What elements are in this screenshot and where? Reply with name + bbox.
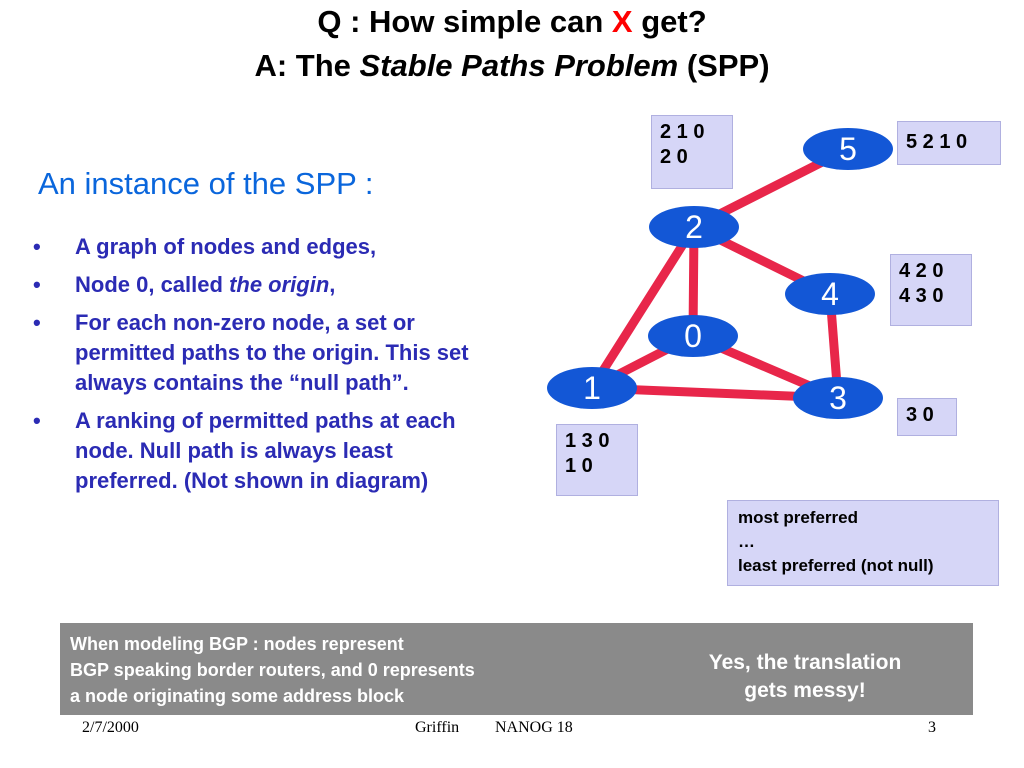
bullet-text: A ranking of permitted paths at each nod…	[75, 408, 456, 493]
bgp-note-text: When modeling BGP : nodes represent BGP …	[70, 631, 475, 709]
bullet-item: • A graph of nodes and edges,	[30, 232, 480, 262]
graph-node-shape	[648, 315, 738, 357]
bullet-text-italic: the origin	[229, 272, 330, 297]
bgp-note-bar: When modeling BGP : nodes represent BGP …	[60, 623, 973, 715]
bullet-dot-icon: •	[33, 272, 41, 297]
graph-node-label: 1	[583, 370, 601, 406]
graph-node-shape	[793, 377, 883, 419]
path-list-node-5: 5 2 1 0	[897, 121, 1001, 165]
footer-event: NANOG 18	[495, 719, 573, 736]
footer-author: Griffin	[415, 719, 460, 736]
path-entry: 4 3 0	[899, 285, 944, 307]
graph-node-shape	[547, 367, 637, 409]
path-entry: 5 2 1 0	[906, 131, 968, 153]
title-answer-italic: Stable Paths Problem	[359, 48, 679, 83]
graph-node-label: 4	[821, 276, 839, 312]
preference-legend: most preferred … least preferred (not nu…	[727, 500, 999, 586]
bullet-item: • For each non-zero node, a set or permi…	[30, 308, 480, 398]
note-line: gets messy!	[744, 679, 866, 702]
bullet-text-suffix: ,	[329, 272, 336, 297]
bullet-text-prefix: Node 0, called	[75, 272, 230, 297]
bullet-dot-icon: •	[33, 234, 41, 259]
note-line: BGP speaking border routers, and 0 repre…	[70, 660, 475, 680]
slide-title-line-1: Q : How simple can X get?	[0, 4, 1024, 40]
graph-node-1: 1	[547, 367, 637, 409]
graph-node-label: 5	[839, 131, 857, 167]
path-list-node-1: 1 3 0 1 0	[556, 424, 638, 496]
graph-node-shape	[649, 206, 739, 248]
note-line: When modeling BGP : nodes represent	[70, 634, 404, 654]
path-entry: 2 0	[660, 146, 688, 168]
graph-node-2: 2	[649, 206, 739, 248]
legend-most-preferred: most preferred	[738, 508, 858, 527]
graph-node-label: 0	[684, 318, 702, 354]
graph-node-3: 3	[793, 377, 883, 419]
note-line: a node originating some address block	[70, 686, 405, 706]
bullet-dot-icon: •	[33, 408, 41, 433]
note-line: Yes, the translation	[708, 651, 902, 674]
title-answer-suffix: (SPP)	[678, 48, 770, 83]
path-list-node-4: 4 2 0 4 3 0	[890, 254, 972, 326]
footer-date: 2/7/2000	[82, 719, 139, 736]
path-entry: 3 0	[906, 404, 934, 426]
bullet-list: • A graph of nodes and edges, • Node 0, …	[30, 232, 480, 504]
path-entry: 2 1 0	[660, 121, 705, 143]
graph-node-label: 3	[829, 380, 847, 416]
path-entry: 1 3 0	[565, 430, 610, 452]
bullet-text: A graph of nodes and edges,	[75, 234, 377, 259]
slide-title-line-2: A: The Stable Paths Problem (SPP)	[0, 48, 1024, 84]
title-question-prefix: Q : How simple can	[317, 4, 612, 39]
footer-page-number: 3	[928, 719, 936, 736]
title-answer-prefix: A: The	[254, 48, 360, 83]
section-heading: An instance of the SPP :	[38, 166, 374, 201]
graph-node-shape	[803, 128, 893, 170]
bullet-text: For each non-zero node, a set or permitt…	[75, 310, 469, 395]
graph-node-label: 2	[685, 209, 703, 245]
path-entry: 4 2 0	[899, 260, 944, 282]
graph-node-shape	[785, 273, 875, 315]
graph-edge-2-1	[587, 222, 699, 393]
bullet-item: • A ranking of permitted paths at each n…	[30, 406, 480, 496]
translation-note: Yes, the translation gets messy!	[680, 649, 930, 705]
graph-nodes: 0 1 2 3 4 5	[547, 128, 893, 419]
bullet-dot-icon: •	[33, 310, 41, 335]
title-highlight-x: X	[611, 4, 633, 39]
graph-node-4: 4	[785, 273, 875, 315]
path-list-node-3: 3 0	[897, 398, 957, 436]
title-question-suffix: get?	[632, 4, 707, 39]
graph-node-5: 5	[803, 128, 893, 170]
graph-node-0: 0	[648, 315, 738, 357]
bullet-item: • Node 0, called the origin,	[30, 270, 480, 300]
legend-least-preferred: least preferred (not null)	[738, 556, 934, 575]
path-list-node-2: 2 1 0 2 0	[651, 115, 733, 189]
path-entry: 1 0	[565, 455, 593, 477]
footer-divider	[60, 716, 973, 718]
legend-ellipsis: …	[738, 532, 755, 551]
